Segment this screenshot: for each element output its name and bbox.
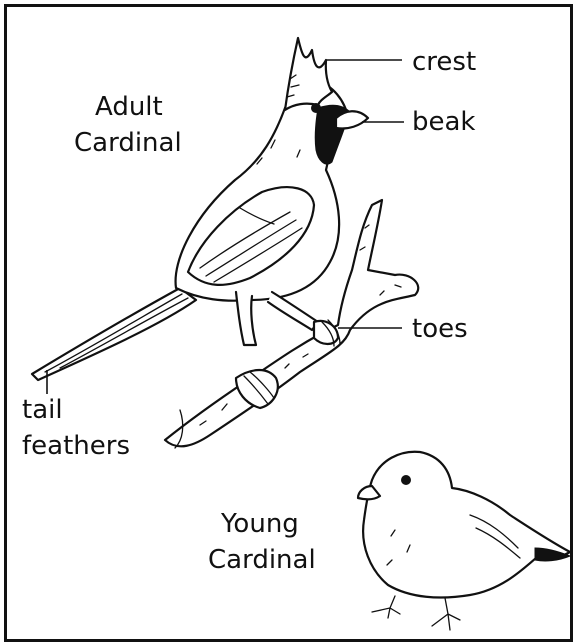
tail-label-line1: tail — [22, 395, 63, 425]
young-cardinal-illustration — [358, 452, 570, 630]
crest-label: crest — [412, 47, 476, 77]
toes-label: toes — [412, 314, 468, 344]
beak-label: beak — [412, 107, 476, 137]
adult-title-line1: Adult — [95, 92, 163, 122]
young-title-line1: Young — [220, 509, 299, 539]
adult-cardinal-illustration — [32, 38, 368, 380]
young-title-line2: Cardinal — [208, 545, 316, 575]
tail-label-line2: feathers — [22, 431, 130, 461]
adult-title-line2: Cardinal — [74, 128, 182, 158]
